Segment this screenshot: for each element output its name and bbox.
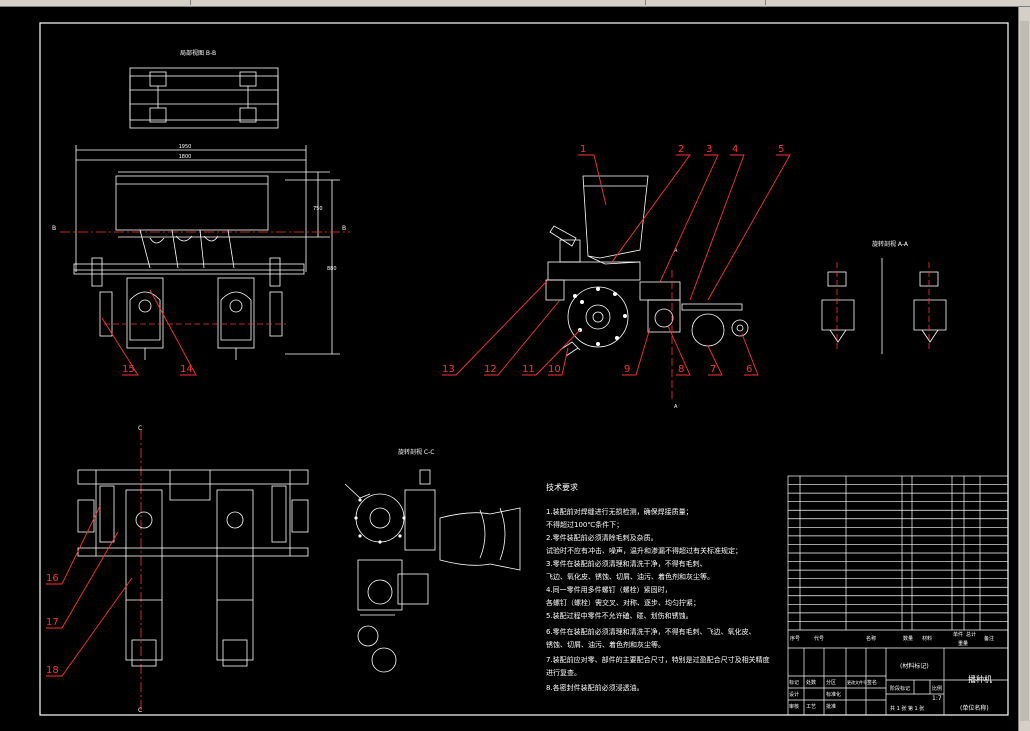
sheet-count: 共 1 张 第 1 张 [890,705,924,712]
callout-14: 14 [180,364,193,375]
section-mark: A [674,404,678,410]
section-cc-title: 旋转剖视 C-C [398,448,434,456]
top-view-bb: 局部视图 B-B [129,49,279,129]
bom-header: 代号 [814,635,824,642]
toolbar-segment[interactable] [0,0,191,5]
tb-label: 比例 [932,685,942,692]
tech-req-line: 锈蚀、切屑、油污、着色剂和灰尘等。 [546,640,665,649]
callout-16: 16 [46,573,59,584]
tech-req-line: 7.装配前应对零、部件的主要配合尺寸，特别是过盈配合尺寸及相关精度 [546,655,770,664]
tb-label: 审核 [789,703,799,710]
tb-label: 阶段标记 [890,685,910,692]
tech-req-line: 5.装配过程中零件不允许磕、碰、划伤和锈蚀。 [546,611,693,620]
callout-1: 1 [580,144,586,155]
bom-header: 数量 [903,635,913,642]
callout-17: 17 [46,617,59,628]
callout-18: 18 [46,665,59,676]
tech-req-line: 各螺钉（螺栓）需交叉、对称、逐步、均匀拧紧； [546,598,700,607]
section-mark: B [342,225,346,232]
technical-requirements: 技术要求 1.装配前对焊缝进行无损检测，确保焊接质量； 不得超过100℃条件下；… [546,482,770,692]
callout-6: 6 [746,364,752,375]
bom-header: 总计 [966,631,976,638]
callout-9: 9 [624,364,630,375]
tb-label: 工艺 [806,704,816,710]
cad-drawing-canvas[interactable]: 局部视图 B-B 1950 1800 750 880 B B [0,7,1018,731]
tech-req-line: 不得超过100℃条件下； [546,520,623,529]
bom-header: 备注 [984,635,994,642]
tb-label: 批准 [826,703,836,710]
callout-leaders [46,154,791,677]
drawing-name: 播种机 [968,674,992,684]
bom-header: 材料 [922,635,932,642]
front-view: 1950 1800 750 880 B B [52,144,350,360]
scrollbar-thumb[interactable] [1020,21,1029,721]
dim-label: 1800 [179,154,192,160]
callout-12: 12 [484,364,497,375]
tb-label: 标记 [789,679,799,686]
bom-header: 单件 [953,631,963,638]
bom-header: 序号 [790,635,800,642]
title-block [787,475,1009,716]
side-view: A A [545,175,749,410]
tb-label: 分区 [826,679,836,686]
tech-req-title: 技术要求 [546,482,578,492]
tb-label: 设计 [789,691,799,698]
bom-header: 名称 [866,635,876,642]
tech-req-line: 8.各密封件装配前必须浸透油。 [546,683,644,692]
callout-5: 5 [778,144,784,155]
callout-4: 4 [732,144,738,155]
section-mark: B [52,225,56,232]
callout-10: 10 [548,364,561,375]
drawing-border [39,22,1009,716]
dim-label: 750 [313,206,323,212]
tech-req-line: 1.装配前对焊缝进行无损检测，确保焊接质量； [546,507,693,516]
callout-3: 3 [706,144,712,155]
top-view-title: 局部视图 B-B [180,49,216,57]
tech-req-line: 试验时不应有冲击、噪声，温升和渗漏不得超过有关标准规定； [546,546,742,555]
callout-11: 11 [522,364,535,375]
material-mark: (材料标记) [900,662,929,670]
callout-2: 2 [678,144,684,155]
tech-req-line: 4.同一零件用多件螺钉（螺栓）紧固时， [546,585,672,594]
tb-label: 更改文件号 [847,679,867,685]
tb-label: 标准化 [826,691,841,698]
section-cc: 旋转剖视 C-C [344,448,521,673]
tb-label: 签名 [867,679,877,686]
tech-req-line: 飞边、氧化皮、锈蚀、切屑、油污、着色剂和灰尘等。 [546,572,714,581]
callout-13: 13 [442,364,455,375]
tech-req-line: 进行复查。 [546,668,581,677]
toolbar-segment[interactable] [645,0,766,5]
vertical-scrollbar[interactable] [1018,7,1030,731]
bom-table [788,484,1008,631]
tech-req-line: 3.零件在装配前必须清理和清洗干净，不得有毛刺、 [546,559,707,568]
section-mark: C [138,707,142,714]
title-block-text: 序号 代号 名称 数量 材料 单件 总计 重量 备注 标记 处数 分区 更改文件… [789,631,994,712]
bottom-view: C C [77,425,309,714]
dim-label: 1950 [179,144,192,150]
callout-15: 15 [122,364,135,375]
callout-labels: 1 2 3 4 5 6 7 8 9 10 11 12 13 14 15 16 1… [46,144,784,676]
toolbar-segment[interactable] [190,0,646,5]
bom-header: 重量 [958,640,968,647]
tb-label: 处数 [806,679,816,686]
callout-7: 7 [710,364,716,375]
tech-req-line: 2.零件装配前必须清除毛刺及杂质。 [546,533,658,542]
section-aa-title: 旋转剖视 A-A [872,240,909,248]
tech-req-line: 6.零件在装配前必须清理和清洗干净，不得有毛刺、飞边、氧化皮、 [546,627,756,636]
top-toolbar-strip [0,0,1030,7]
company-name: (单位名称) [960,704,989,712]
section-aa: 旋转剖视 A-A [821,240,947,354]
scale-value: 1:7 [932,695,942,702]
section-mark: A [674,248,678,254]
callout-8: 8 [678,364,684,375]
dim-label: 880 [327,266,337,272]
section-mark: C [138,425,142,432]
